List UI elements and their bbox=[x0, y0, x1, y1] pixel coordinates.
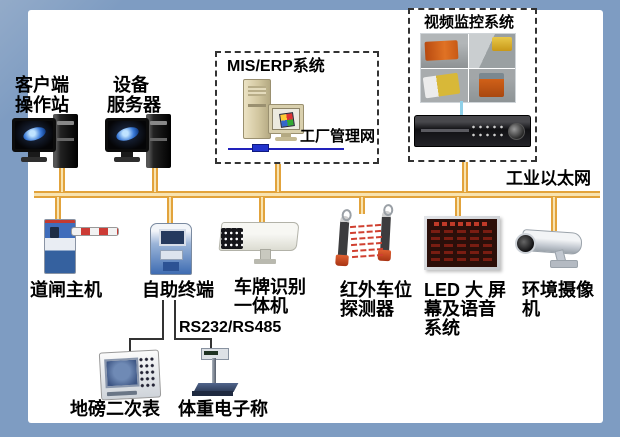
drop-wire-infrared bbox=[359, 197, 365, 214]
infrared-label-line1: 红外车位 bbox=[340, 280, 412, 300]
kiosk-panel bbox=[163, 262, 179, 271]
camera-feed-4 bbox=[468, 68, 515, 102]
dvr-icon bbox=[414, 115, 531, 147]
device-server-label-line2: 服务器 bbox=[107, 95, 161, 115]
server-tower-icon bbox=[243, 79, 271, 139]
lpr-camera-icon bbox=[218, 220, 306, 264]
pc-monitor-icon bbox=[12, 118, 56, 152]
drop-wire-env-camera bbox=[551, 197, 557, 231]
client-station-label-line2: 操作站 bbox=[15, 95, 69, 115]
kiosk-icon bbox=[150, 223, 192, 275]
drop-wire-mis-erp bbox=[275, 149, 281, 192]
factory-network-label: 工厂管理网 bbox=[300, 128, 376, 145]
serial-line-right-horizontal bbox=[174, 338, 212, 340]
weighbridge-indicator-icon bbox=[98, 349, 162, 401]
scale-label: 体重电子称 bbox=[178, 399, 268, 419]
platform-scale-icon bbox=[192, 348, 240, 398]
mis-erp-title: MIS/ERP系统 bbox=[227, 58, 325, 75]
monitor-base bbox=[21, 157, 47, 162]
pc-tower-icon bbox=[53, 114, 78, 168]
kiosk-label: 自助终端 bbox=[142, 280, 214, 300]
infrared-label-line2: 探测器 bbox=[340, 299, 394, 319]
monitor-logo-icon bbox=[21, 125, 47, 144]
kiosk-screen bbox=[159, 229, 186, 246]
client-station-pc-icon bbox=[12, 112, 78, 170]
monitor-base bbox=[114, 157, 140, 162]
detector-post-right bbox=[379, 210, 392, 258]
drop-wire-kiosk bbox=[167, 197, 173, 224]
camera-wall-icon bbox=[420, 33, 516, 103]
drop-wire-video-system bbox=[462, 145, 468, 192]
drop-wire-led bbox=[455, 197, 461, 217]
serial-line-left-vertical bbox=[162, 300, 164, 340]
monitor-stand bbox=[28, 152, 40, 157]
industrial-ethernet-label: 工业以太网 bbox=[506, 169, 591, 188]
serial-bus-label: RS232/RS485 bbox=[179, 319, 282, 336]
serial-line-to-weighbridge bbox=[129, 338, 131, 352]
ethernet-bus-line bbox=[34, 191, 600, 198]
env-camera-label-line1: 环境摄像 bbox=[522, 280, 594, 300]
serial-line-right-vertical bbox=[174, 300, 176, 340]
network-node-icon bbox=[252, 144, 269, 152]
weighbridge-keypad bbox=[138, 355, 157, 389]
video-surveillance-title: 视频监控系统 bbox=[424, 14, 515, 31]
serial-line-left-horizontal bbox=[129, 338, 164, 340]
lpr-label-line2: 一体机 bbox=[234, 296, 288, 316]
barrier-label: 道闸主机 bbox=[30, 280, 102, 300]
led-label-line1: LED 大 屏 bbox=[424, 280, 507, 300]
lpr-label-line1: 车牌识别 bbox=[234, 277, 306, 297]
monitor-logo-icon bbox=[114, 125, 140, 144]
drop-wire-device-server bbox=[152, 166, 158, 192]
pc-monitor-icon bbox=[105, 118, 149, 152]
barrier-arm-icon bbox=[71, 227, 119, 236]
dvr-buttons bbox=[470, 123, 506, 139]
weighbridge-label: 地磅二次表 bbox=[70, 399, 160, 419]
camera-feed-2 bbox=[468, 34, 515, 68]
dvr-video-cable bbox=[460, 101, 463, 115]
device-server-label-line1: 设备 bbox=[113, 75, 149, 95]
lpr-led-array bbox=[221, 228, 243, 249]
barrier-gate-icon bbox=[44, 219, 76, 274]
dvr-knob bbox=[508, 123, 525, 140]
kiosk-slot bbox=[160, 250, 183, 260]
camera-feed-3 bbox=[421, 68, 468, 102]
monitor-stand bbox=[121, 152, 133, 157]
device-server-pc-icon bbox=[105, 112, 171, 170]
led-display-icon bbox=[424, 216, 500, 270]
led-label-line2: 幕及语音 bbox=[424, 299, 496, 319]
drop-wire-barrier bbox=[55, 197, 61, 219]
detector-post-left bbox=[337, 215, 350, 263]
client-station-label-line1: 客户端 bbox=[15, 75, 69, 95]
windows-logo-icon bbox=[279, 112, 295, 128]
env-camera-label-line2: 机 bbox=[522, 299, 540, 319]
serial-line-to-scale bbox=[210, 338, 212, 350]
factory-network-line bbox=[228, 148, 344, 150]
drop-wire-client-station bbox=[59, 166, 65, 192]
camera-lens bbox=[515, 233, 536, 254]
drop-wire-lpr bbox=[259, 197, 265, 222]
pc-tower-icon bbox=[146, 114, 171, 168]
env-camera-icon bbox=[512, 222, 592, 270]
crt-monitor-icon bbox=[268, 104, 304, 141]
led-label-line3: 系统 bbox=[424, 318, 460, 338]
camera-feed-1 bbox=[421, 34, 468, 68]
weighbridge-screen bbox=[104, 357, 140, 389]
